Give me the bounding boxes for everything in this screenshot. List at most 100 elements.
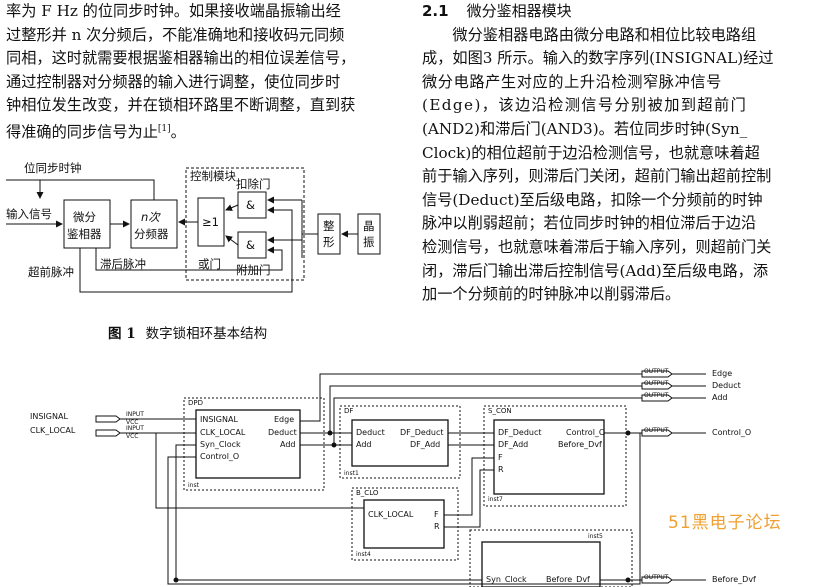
dpd-frame [183,397,325,491]
df-title: DF [344,407,353,415]
scon-port: Before_Dvf [558,440,602,449]
output-pin-text: OUTPUT [644,368,669,375]
output-pin-deduct [641,382,673,390]
right-line: 成，如图3 所示。输入的数字序列(INSIGNAL)经过 [422,49,774,68]
label-shaper-1: 整 [323,219,335,233]
watermark: 51黑电子论坛 [668,513,782,533]
left-text-column: 率为 F Hz 的位同步时钟。如果接收端晶振输出经 过整形并 n 次分频后，不能… [6,0,394,145]
right-line: 闭，滞后门输出滞后控制信号(Add)至后级电路，添 [422,261,769,280]
label-control-module: 控制模块 [190,169,236,183]
inst5-port: Before_Dvf [546,575,590,584]
output-label-deduct: Deduct [712,381,741,390]
end-punct: 。 [170,123,186,142]
bclo-inst: inst4 [356,551,371,558]
right-line: 检测信号，也就意味着滞后于输入序列，则超前门关 [422,237,772,256]
output-label-before-dvf: Before_Dvf [712,575,756,584]
label-pd-2: 鉴相器 [67,227,102,241]
input-pin-text: INPUT [126,425,144,432]
left-line: 通过控制器对分频器的输入进行调整，使位同步时 [6,72,341,91]
output-label-edge: Edge [712,369,732,378]
label-add-gate: 附加门 [236,263,271,277]
dpd-port: Edge [274,415,294,424]
dpd-port: INSIGNAL [200,415,238,424]
label-crystal-2: 振 [363,235,375,249]
section-title: 微分鉴相器模块 [466,2,572,20]
right-line: Clock)的相位超前于边沿检测信号，也就意味着超 [422,143,760,162]
scon-port: Control_O [566,428,605,437]
right-line: 信号(Deduct)至后级电路，扣除一个分频前的时钟 [422,190,763,209]
left-line: 同相，这时就需要根据鉴相器输出的相位误差信号， [6,49,356,68]
label-bit-sync-clock: 位同步时钟 [24,161,82,175]
inst5-block [481,541,601,587]
input-pin-insignal [95,415,121,423]
right-line: 前于输入序列，则滞后门关闭，超前门输出超前控制 [422,167,772,186]
output-pin-text: OUTPUT [644,392,669,399]
label-lag-pulse: 滞后脉冲 [100,257,146,271]
df-port: Deduct [356,428,385,437]
label-pd-1: 微分 [73,210,96,224]
bclo-port: F [434,510,439,519]
scon-port: F [498,453,503,462]
output-pin-text: OUTPUT [644,427,669,434]
df-inst: inst1 [344,470,359,477]
output-pin-control [641,429,673,437]
bclo-block [363,499,445,549]
label-div-1: n次 [141,210,161,224]
fig1-caption-text: 数字锁相环基本结构 [145,326,268,342]
scon-title: S_CON [488,407,512,415]
output-pin-edge [641,370,673,378]
df-frame [339,405,461,479]
left-line-last: 得准确的同步信号为止[1]。 [6,118,394,145]
inst5-port: Syn_Clock [486,575,527,584]
input-vcc-text: VCC [126,419,138,426]
left-line: 钟相位发生改变，并在锁相环路里不断调整，直到获 [6,96,356,115]
output-label-control: Control_O [712,428,751,437]
fig1-caption-num: 图 1 [108,326,136,342]
left-line: 得准确的同步信号为止 [6,123,158,142]
input-vcc-text: VCC [126,433,138,440]
bclo-port: R [434,522,440,531]
dpd-port: Syn_Clock [200,440,241,449]
dpd-port: CLK_LOCAL [200,428,246,437]
label-deduct-gate: 扣除门 [236,177,271,191]
bclo-title: B_CLO [356,489,379,497]
output-pin-text: OUTPUT [644,574,669,581]
right-line: (AND2)和滞后门(AND3)。若位同步时钟(Syn_ [422,119,748,138]
label-crystal-1: 晶 [363,219,375,233]
scon-block [493,419,605,495]
output-label-add: Add [712,393,728,402]
dpd-title: DPD [188,399,203,407]
right-line: 微分电路产生对应的上升沿检测窄脉冲信号 [422,72,722,91]
left-line: 过整形并 n 次分频后，不能准确地和接收码元同频 [6,25,345,44]
scon-inst: inst7 [488,496,503,503]
output-pin-before-dvf [641,576,673,584]
label-lead-pulse: 超前脉冲 [28,265,74,279]
fig1-caption: 图 1 数字锁相环基本结构 [108,322,267,342]
output-pin-add [641,394,673,402]
dpd-inst: inst [188,482,200,489]
dpd-block [195,409,301,479]
dpd-port: Add [280,440,296,449]
input-pin-text: INPUT [126,411,144,418]
bclo-port: CLK_LOCAL [368,510,414,519]
df-port: DF_Deduct [400,428,444,437]
output-pin-text: OUTPUT [644,380,669,387]
input-label-insignal: INSIGNAL [30,412,68,421]
inst5-inst: inst5 [588,533,603,540]
label-input-signal: 输入信号 [6,207,52,221]
df-block [351,419,449,467]
right-line: 微分鉴相器电路由微分电路和相位比较电路组 [452,25,757,44]
input-label-clk: CLK_LOCAL [30,426,76,435]
fig1-block-diagram: 位同步时钟 输入信号 微分 鉴相器 n次 分频器 控制模块 扣除门 & & ≥1… [6,161,381,293]
df-port: Add [356,440,372,449]
label-and2: & [246,238,255,252]
dpd-port: Control_O [200,452,239,461]
bclo-frame [351,487,459,561]
citation: [1] [157,123,171,134]
right-line: 脉冲以削弱超前；若位同步时钟的相位滞后于边沿 [422,214,757,233]
scon-port: DF_Deduct [498,428,542,437]
dpd-port: Deduct [268,428,297,437]
df-port: DF_Add [410,440,440,449]
